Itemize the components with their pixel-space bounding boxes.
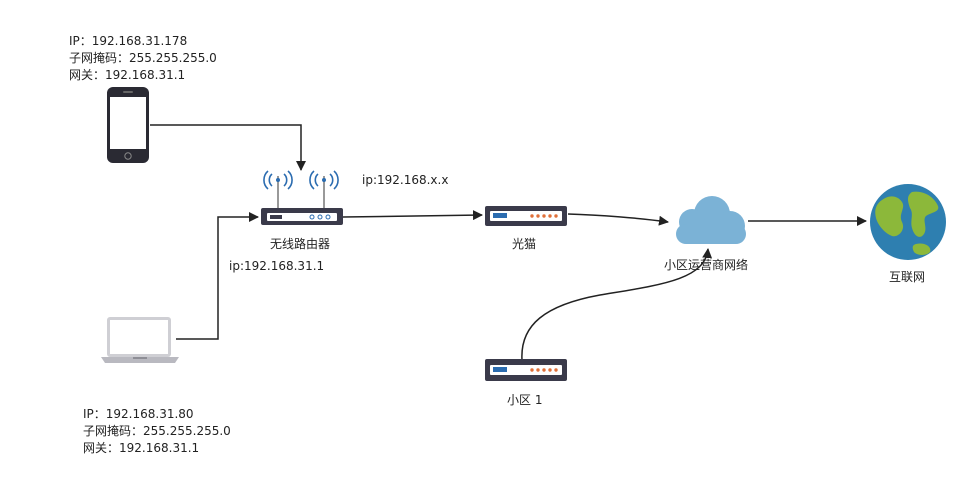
optical-modem-label: 光猫 — [512, 237, 537, 251]
edge-router-modem — [342, 210, 483, 221]
edge-laptop-router — [176, 212, 259, 340]
wireless-router-icon — [261, 170, 343, 225]
cloud-icon — [676, 196, 746, 244]
laptop-ip-text: IP：192.168.31.80 — [83, 407, 194, 421]
internet-label: 互联网 — [889, 270, 926, 284]
edge-phone-router — [150, 124, 306, 171]
edge-community-cloud — [521, 248, 713, 361]
community-device-icon — [485, 359, 567, 381]
phone-mask-text: 子网掩码：255.255.255.0 — [69, 51, 217, 65]
globe-icon — [870, 184, 946, 260]
phone-ip-text: IP：192.168.31.178 — [69, 34, 188, 48]
router-lan-ip: ip:192.168.31.1 — [229, 259, 325, 273]
laptop-icon — [101, 317, 179, 363]
router-wan-ip: ip:192.168.x.x — [362, 173, 449, 187]
phone-icon — [107, 87, 149, 163]
community-device-label: 小区 1 — [507, 393, 543, 407]
laptop-mask-text: 子网掩码：255.255.255.0 — [83, 424, 231, 438]
laptop-gateway-text: 网关：192.168.31.1 — [83, 441, 200, 455]
isp-network-label: 小区运营商网络 — [664, 258, 749, 272]
optical-modem-icon — [485, 206, 567, 226]
edge-modem-cloud — [567, 213, 669, 226]
phone-gateway-text: 网关：192.168.31.1 — [69, 68, 186, 82]
wireless-router-label: 无线路由器 — [270, 237, 331, 251]
